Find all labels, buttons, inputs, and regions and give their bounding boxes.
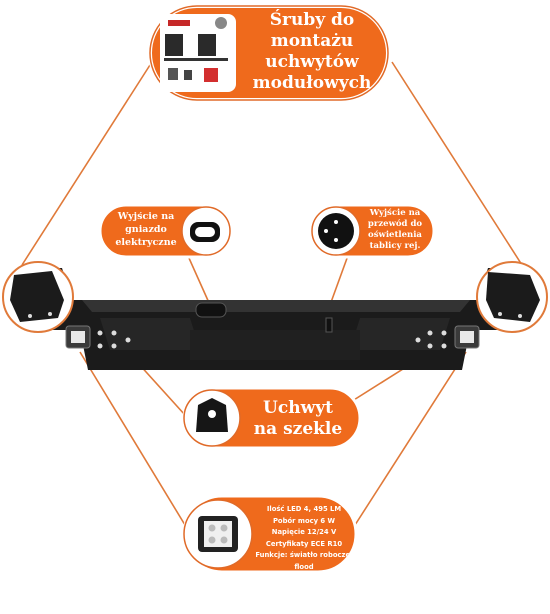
label-line: przewód do xyxy=(367,219,423,229)
label-line: na szekle xyxy=(253,419,343,439)
electrical-socket-callout xyxy=(98,203,231,259)
led-specs-label: Ilość LED 4, 495 LM Pobór mocy 6 W Napię… xyxy=(252,504,356,573)
label-line: tablicy rej. xyxy=(369,241,421,251)
label-line: Funkcje: światło robocze, flood xyxy=(255,551,353,571)
label-line: Certyfikaty ECE R10 xyxy=(265,539,343,548)
label-line: modułowych xyxy=(252,73,372,93)
label-line: gniazdo xyxy=(125,224,167,235)
label-line: Wyjście na xyxy=(117,211,175,222)
connector-lines xyxy=(21,61,523,526)
plate-light-callout xyxy=(308,203,436,259)
label-line: uchwytów xyxy=(265,52,359,72)
label-line: Pobór mocy 6 W xyxy=(272,516,336,525)
mounting-bolts-callout xyxy=(148,4,390,102)
label-line: Śruby do xyxy=(269,10,355,30)
mounting-bolts-label: Śruby do montażu uchwytów modułowych xyxy=(238,10,386,94)
label-line: Wyjście na xyxy=(369,208,421,218)
label-line: Uchwyt xyxy=(263,398,333,418)
led-specs-callout xyxy=(182,494,358,574)
label-line: Ilość LED 4, 495 LM xyxy=(266,505,342,513)
left-corner-detail xyxy=(2,261,74,333)
right-corner-detail xyxy=(476,261,548,333)
shackle-label: Uchwyt na szekle xyxy=(242,398,354,440)
label-line: oświetlenia xyxy=(368,230,422,240)
shackle-callout xyxy=(182,386,362,450)
rear-bumper xyxy=(12,268,538,370)
plate-light-label: Wyjście na przewód do oświetlenia tablic… xyxy=(360,208,430,252)
label-line: elektryczne xyxy=(115,237,177,248)
label-line: Napięcie 12/24 V xyxy=(271,528,337,536)
electrical-socket-label: Wyjście na gniazdo elektryczne xyxy=(110,210,182,249)
label-line: montażu xyxy=(270,31,354,51)
